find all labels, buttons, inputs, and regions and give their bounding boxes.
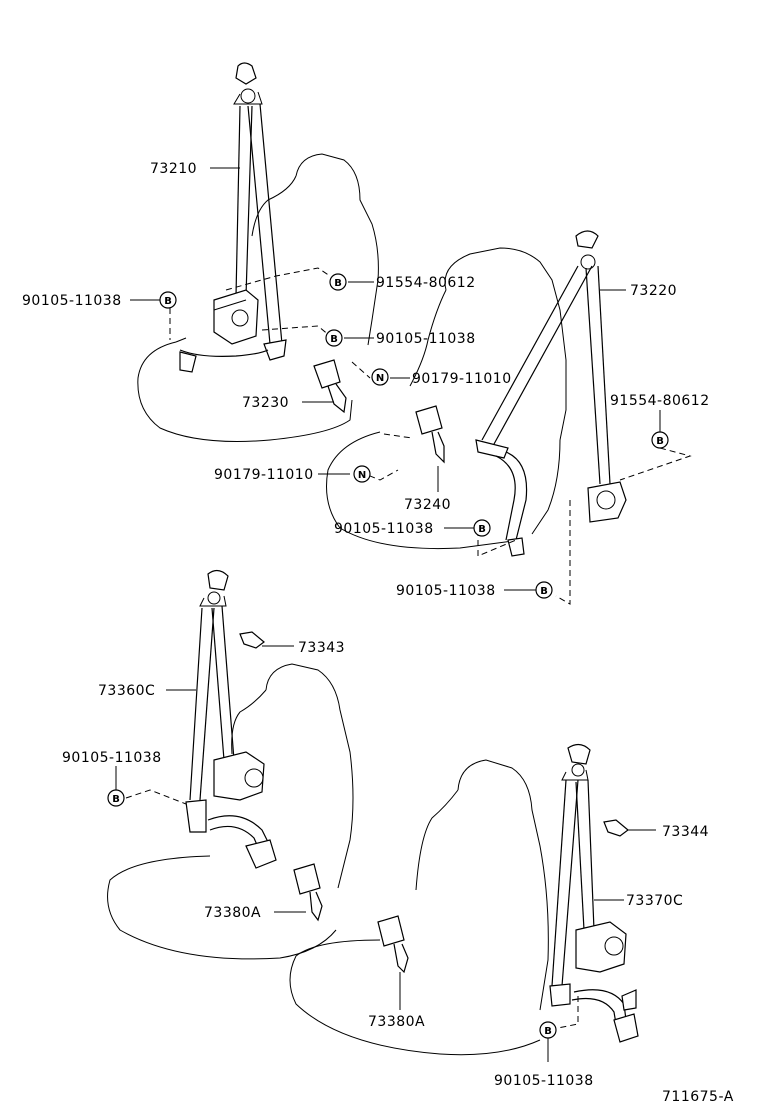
callout-73230: 73230 (242, 395, 289, 411)
callout-91554-80612-b: 91554-80612 (610, 393, 710, 409)
belt-73220 (475, 230, 627, 557)
belt-73210 (179, 62, 287, 373)
rear-right-seat-cushion (326, 431, 521, 550)
callout-73240: 73240 (404, 497, 451, 513)
callout-90105-11038-e: 90105-11038 (62, 750, 162, 766)
callout-leaders (115, 167, 661, 1062)
lower-left-seat-cushion (107, 855, 337, 960)
callout-90179-11010-b: 90179-11010 (214, 467, 314, 483)
rear-right-seat-back (444, 247, 567, 441)
buckle-73230 (313, 359, 347, 414)
bolt-symbol-8: B (539, 1021, 557, 1039)
callout-90105-11038-b: 90105-11038 (376, 331, 476, 347)
callout-90105-11038-a: 90105-11038 (22, 293, 122, 309)
guide-73343 (239, 631, 265, 649)
lower-right-seat-cushion (289, 939, 541, 1056)
belt-73370c (549, 743, 639, 1043)
callout-73344: 73344 (662, 824, 709, 840)
svg-text:B: B (334, 278, 342, 289)
callout-73360c: 73360C (98, 683, 155, 699)
guide-73344 (603, 819, 629, 837)
buckle-73240 (415, 405, 445, 464)
svg-text:N: N (358, 470, 366, 481)
lower-right-seat-back (457, 759, 549, 1011)
svg-text:B: B (164, 296, 172, 307)
bolt-symbol-4: B (651, 431, 669, 449)
callout-90105-11038-d: 90105-11038 (396, 583, 496, 599)
callout-73210: 73210 (150, 161, 197, 177)
bolt-symbol-2: B (159, 291, 177, 309)
bolt-symbol-7: B (107, 789, 125, 807)
svg-text:B: B (656, 436, 664, 447)
svg-text:B: B (330, 334, 338, 345)
svg-text:B: B (540, 586, 548, 597)
svg-text:B: B (112, 794, 120, 805)
diagram-id: 711675-A (662, 1089, 734, 1105)
lower-right-seat-group (289, 743, 639, 1056)
buckle-73380a-left (293, 863, 323, 922)
bolt-symbol-5: B (473, 519, 491, 537)
callout-73380a-left: 73380A (204, 905, 261, 921)
front-left-seat-group (137, 62, 379, 442)
callout-73380a-right: 73380A (368, 1014, 425, 1030)
callout-73370c: 73370C (626, 893, 683, 909)
lower-left-seat-group (107, 569, 354, 960)
svg-text:B: B (544, 1026, 552, 1037)
rear-seat-right-group (326, 230, 692, 605)
callout-90179-11010-a: 90179-11010 (412, 371, 512, 387)
bolt-symbol-1: B (329, 273, 347, 291)
front-left-seat-cushion (137, 341, 353, 442)
front-left-seat-back (295, 153, 379, 346)
nut-symbol-2: N (353, 465, 371, 483)
svg-text:N: N (376, 373, 384, 384)
lower-left-seat-back (265, 663, 354, 889)
bolt-symbol-6: B (535, 581, 553, 599)
buckle-73380a-right (377, 915, 409, 974)
callout-91554-80612-a: 91554-80612 (376, 275, 476, 291)
nut-symbol-1: N (371, 368, 389, 386)
belt-73360c (185, 569, 277, 869)
callout-90105-11038-f: 90105-11038 (494, 1073, 594, 1089)
bolt-symbol-3: B (325, 329, 343, 347)
svg-text:B: B (478, 524, 486, 535)
callout-73220: 73220 (630, 283, 677, 299)
callout-90105-11038-c: 90105-11038 (334, 521, 434, 537)
callout-73343: 73343 (298, 640, 345, 656)
